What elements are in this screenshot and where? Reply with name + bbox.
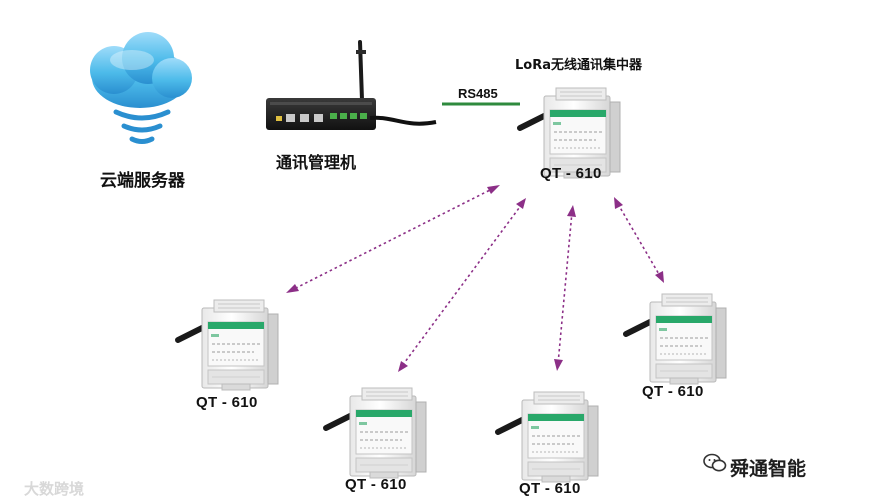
device-4-model-label: QT - 610 bbox=[642, 383, 704, 400]
device-2-model-label: QT - 610 bbox=[345, 476, 407, 493]
brand-watermark-right: 舜通智能 bbox=[730, 458, 807, 480]
device-1-icon bbox=[178, 300, 278, 390]
device-1-model-label: QT - 610 bbox=[196, 394, 258, 411]
brand-watermark-left: 大数跨境 bbox=[24, 480, 85, 498]
wireless-link-1 bbox=[291, 187, 495, 291]
device-4-icon bbox=[626, 294, 726, 384]
hub-model-label: QT - 610 bbox=[540, 165, 602, 182]
rs485-label: RS485 bbox=[458, 86, 498, 101]
wechat-icon bbox=[703, 453, 727, 472]
gateway-label: 通讯管理机 bbox=[276, 153, 357, 172]
cloud-server-icon bbox=[90, 32, 192, 144]
device-2-icon bbox=[326, 388, 426, 478]
wireless-link-4 bbox=[617, 203, 661, 277]
gateway-router-icon bbox=[266, 40, 437, 130]
lora-hub-title: LoRa无线通讯集中器 bbox=[515, 58, 642, 73]
cloud-server-label: 云端服务器 bbox=[100, 171, 185, 191]
wireless-link-3 bbox=[557, 211, 573, 365]
wireless-arrowheads bbox=[286, 185, 664, 372]
wireless-link-2 bbox=[401, 203, 523, 367]
device-3-icon bbox=[498, 392, 598, 482]
wireless-links bbox=[291, 187, 661, 367]
device-3-model-label: QT - 610 bbox=[519, 480, 581, 497]
